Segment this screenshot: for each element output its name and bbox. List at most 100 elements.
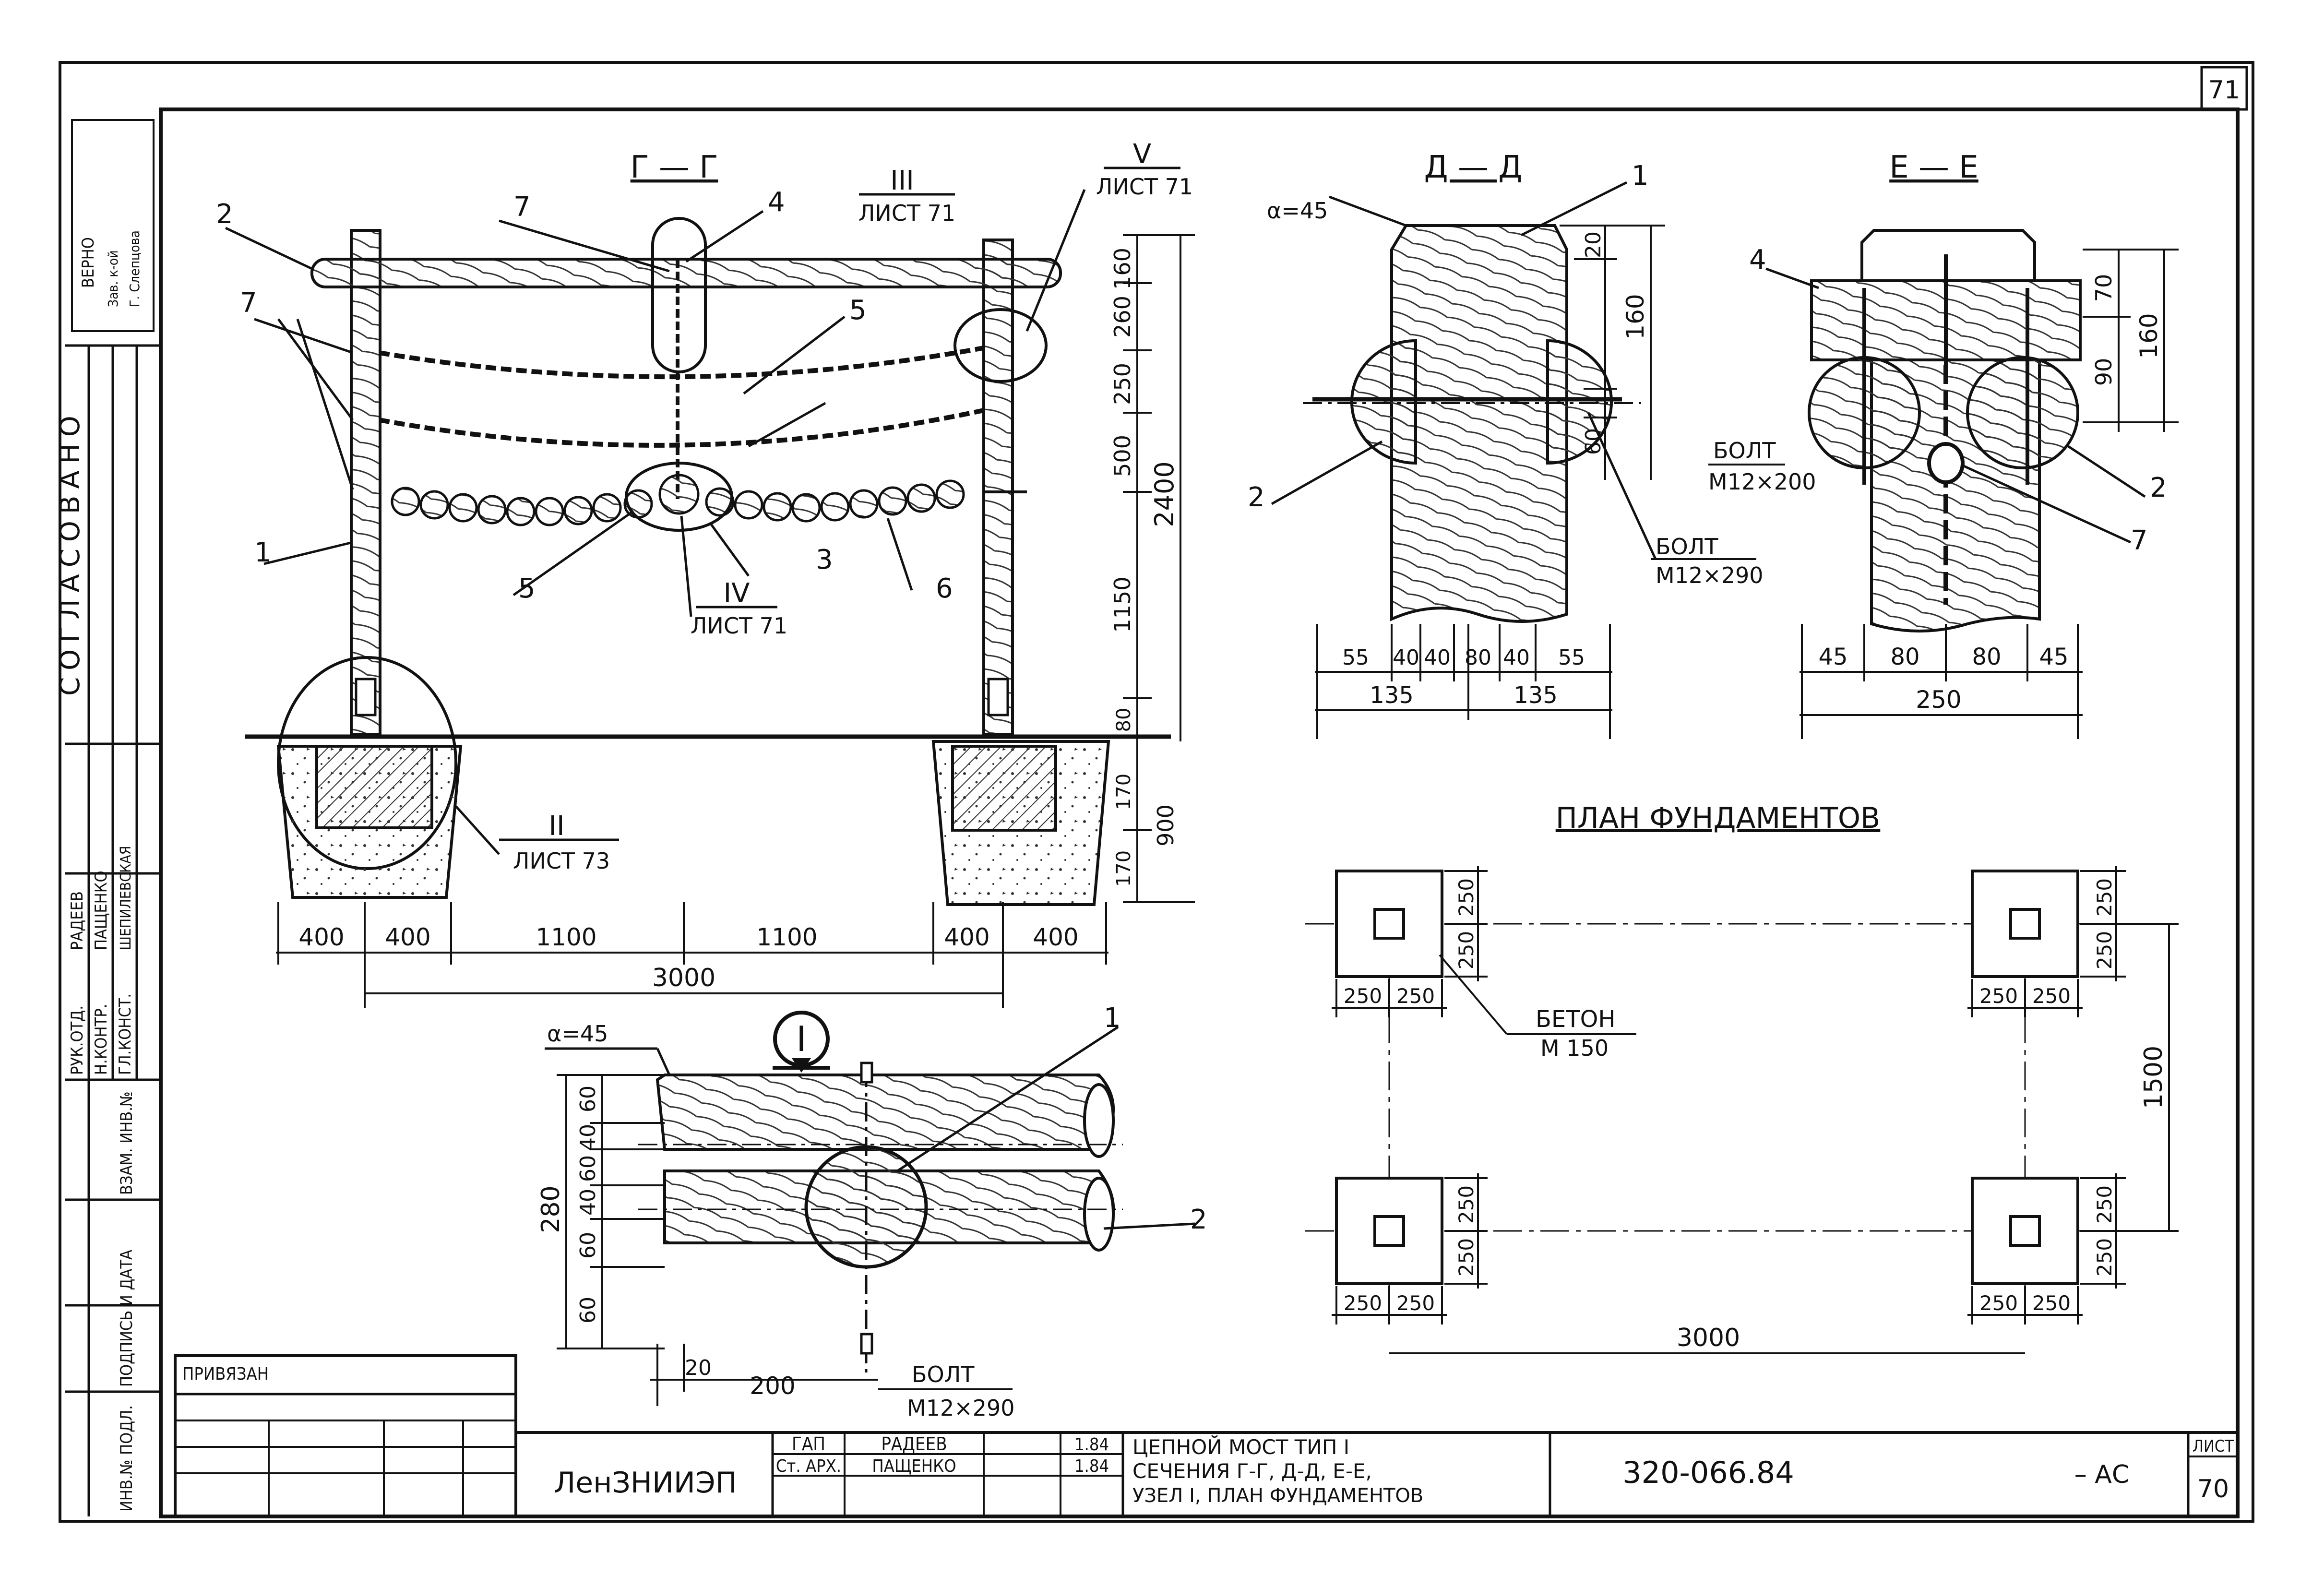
plan-concrete-label: БЕТОН: [1536, 1006, 1615, 1033]
ee-bolt-label: БОЛТ: [1713, 438, 1776, 464]
dim-node1-60b: 60: [576, 1155, 600, 1182]
ref-ii: II ЛИСТ 73: [499, 811, 619, 874]
callout-node1-1: 1: [1104, 1002, 1121, 1034]
margin-col-sign: ПОДПИСЬ И ДАТА: [117, 1250, 136, 1387]
dim-gg-1150: 1150: [1109, 576, 1135, 632]
dim-gg-260: 260: [1109, 296, 1135, 338]
dim-dd-60: 60: [1581, 428, 1606, 455]
node1-bolt-label: БОЛТ: [912, 1361, 975, 1387]
dim-dd-40b: 40: [1424, 645, 1451, 670]
left-margin: [65, 344, 161, 1516]
dim-node1-60a: 60: [576, 1086, 600, 1112]
foundation-plan: ПЛАН ФУНДАМЕНТОВ 250 250: [1305, 801, 2179, 1354]
dim-dd-20: 20: [1581, 231, 1606, 258]
dim-dd-80: 80: [1465, 645, 1491, 670]
dim-node1-40a: 40: [576, 1124, 600, 1151]
dim-ee-90: 90: [2091, 358, 2117, 386]
dim-gg-2400: 2400: [1149, 461, 1180, 527]
node1-marker: I: [796, 1019, 806, 1059]
callout-gg-6: 6: [936, 573, 953, 604]
plan-vdim-tr-b: 250: [2093, 931, 2116, 969]
svg-text:ЛИСТ 71: ЛИСТ 71: [691, 613, 787, 639]
dim-dd-40c: 40: [1503, 645, 1530, 670]
plan-vdim-br-b: 250: [2093, 1238, 2116, 1277]
plan-dim-tr-b: 250: [2032, 984, 2071, 1008]
plan-vdim-bl-b: 250: [1454, 1238, 1478, 1277]
dim-gg-170a: 170: [1113, 774, 1135, 810]
section-gg: Г — Г: [216, 139, 1195, 1008]
dim-gg-b400d: 400: [1033, 923, 1078, 951]
plan-vdim-br-a: 250: [2093, 1185, 2116, 1224]
title-name-1: РАДЕЕВ: [881, 1433, 947, 1455]
svg-text:II: II: [548, 811, 564, 842]
title-date-1: 1.84: [1074, 1435, 1109, 1455]
section-ee-title: Е — Е: [1889, 150, 1978, 185]
dim-dd-135b: 135: [1514, 682, 1558, 709]
title-code: 320-066.84: [1622, 1455, 1794, 1490]
margin-col-replace: ВЗАМ. ИНВ.№: [117, 1091, 136, 1195]
dim-ee-45b: 45: [2039, 644, 2068, 670]
section-gg-title: Г — Г: [631, 150, 718, 185]
callout-ee-2: 2: [2150, 472, 2167, 503]
svg-text:Зав. к-ой: Зав. к-ой: [105, 250, 121, 307]
title-line-2: СЕЧЕНИЯ Г-Г, Д-Д, Е-Е,: [1132, 1459, 1372, 1483]
plan-vdim-bl-a: 250: [1454, 1185, 1478, 1224]
dim-gg-500: 500: [1109, 435, 1135, 477]
dim-gg-b400c: 400: [944, 923, 989, 951]
dim-dd-135a: 135: [1370, 682, 1414, 709]
callout-gg-5a: 5: [849, 295, 867, 326]
plan-dim-bl-b: 250: [1396, 1291, 1435, 1315]
sheet-corner-number: 71: [2208, 76, 2240, 105]
plan-dim-1500: 1500: [2139, 1046, 2168, 1109]
dim-gg-160: 160: [1109, 248, 1135, 290]
node-1: I α=45 1 2 60 40 60 40 60 60: [536, 1002, 1207, 1421]
title-sheet-label: ЛИСТ: [2193, 1437, 2234, 1456]
dim-dd-40a: 40: [1393, 645, 1419, 670]
title-name-2: ПАЩЕНКО: [872, 1456, 956, 1476]
dim-node1-60c: 60: [576, 1232, 600, 1259]
plan-vdim-tl-a: 250: [1454, 878, 1478, 917]
dim-ee-80a: 80: [1890, 644, 1919, 670]
callout-ee-4: 4: [1749, 244, 1766, 275]
callout-gg-3: 3: [816, 544, 833, 575]
callout-gg-5b: 5: [518, 573, 536, 604]
section-dd: Д — Д α=45 1 2 20 160 60 БОЛТ М12×290: [1248, 150, 1764, 739]
dim-gg-900: 900: [1153, 804, 1179, 847]
callout-dd-2: 2: [1248, 482, 1265, 513]
svg-text:ЛИСТ 73: ЛИСТ 73: [513, 848, 610, 874]
section-dd-title: Д — Д: [1424, 150, 1523, 185]
approval-stamp: ВЕРНО Зав. к-ой Г. Слепцова: [71, 119, 155, 332]
dim-node1-20: 20: [685, 1356, 712, 1380]
dim-gg-250: 250: [1109, 363, 1135, 405]
margin-role-2: Н.КОНТР.: [92, 1004, 111, 1075]
svg-text:ВЕРНО: ВЕРНО: [79, 237, 98, 288]
plan-vdim-tr-a: 250: [2093, 878, 2116, 917]
dim-ee-80b: 80: [1972, 644, 2001, 670]
dd-angle: α=45: [1267, 198, 1328, 224]
dim-ee-45a: 45: [1818, 644, 1847, 670]
plan-dim-bl-a: 250: [1344, 1291, 1382, 1315]
plan-dim-tl-b: 250: [1396, 984, 1435, 1008]
dim-dd-55b: 55: [1558, 645, 1585, 670]
ref-v: V ЛИСТ 71: [1096, 139, 1193, 200]
dim-gg-b400a: 400: [298, 923, 344, 951]
dim-ee-250: 250: [1916, 686, 1961, 714]
agreed-label: СОГЛАСОВАНО: [55, 409, 86, 696]
callout-node1-2: 2: [1190, 1204, 1207, 1235]
svg-text:Г. Слепцова: Г. Слепцова: [127, 230, 143, 307]
callout-gg-7b: 7: [513, 191, 531, 223]
callout-gg-4: 4: [768, 187, 785, 218]
title-org: ЛенЗНИИЭП: [554, 1466, 737, 1500]
dd-bolt-label: БОЛТ: [1656, 534, 1718, 560]
margin-name-2: ПАЩЕНКО: [92, 871, 111, 950]
svg-text:IV: IV: [724, 578, 750, 609]
dim-ee-70: 70: [2091, 274, 2117, 302]
title-block: [174, 1354, 2238, 1518]
margin-col-inv: ИНВ.№ ПОДЛ.: [117, 1405, 136, 1512]
callout-gg-7a: 7: [240, 287, 257, 319]
node1-bolt-size: М12×290: [907, 1395, 1015, 1421]
callout-gg-1: 1: [254, 537, 272, 568]
dd-bolt-size: М12×290: [1656, 562, 1764, 588]
ref-iii: III ЛИСТ 71: [858, 165, 955, 226]
